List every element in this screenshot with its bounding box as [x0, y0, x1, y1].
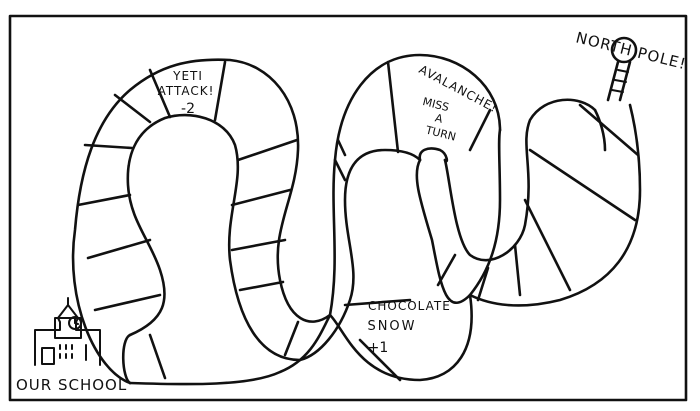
start-cap	[121, 333, 132, 385]
space-avalanche-line2: MISS	[421, 95, 450, 114]
start-label: OUR SCHOOL	[16, 376, 127, 394]
space-dividers	[76, 60, 640, 382]
space-yeti-attack: YETI ATTACK! -2	[158, 69, 215, 117]
clock-icon	[68, 316, 82, 330]
space-chocolate-snow: CHOCOLATE SNOW +1	[367, 299, 451, 356]
path-inner-edge-5	[443, 98, 597, 262]
path-inner-edge-3	[415, 158, 472, 304]
space-avalanche-line3: A	[434, 111, 445, 126]
goal-label: NORTH POLE!	[574, 28, 688, 73]
path-outer-edge	[128, 103, 642, 386]
space-yeti-line2: ATTACK!	[158, 84, 215, 98]
space-yeti-line1: YETI	[172, 69, 203, 83]
space-chocolate-line1: CHOCOLATE	[368, 299, 451, 313]
path-inner-edge-2	[298, 148, 422, 362]
north-pole-icon	[606, 36, 638, 102]
space-yeti-line3: -2	[181, 101, 195, 117]
avalanche-bend	[418, 147, 449, 163]
space-avalanche: AVALANCHE! MISS A TURN	[417, 62, 500, 143]
path-outer-edge-left	[71, 58, 332, 385]
space-avalanche-line4: TURN	[423, 123, 457, 143]
space-chocolate-line3: +1	[368, 340, 389, 356]
path-inner-edge	[126, 113, 302, 362]
path-inner-edge-6	[593, 108, 607, 152]
path-inner-edge-4	[468, 128, 502, 297]
path-outer-edge-mid	[328, 53, 502, 317]
space-chocolate-line2: SNOW	[367, 319, 416, 334]
board-frame	[8, 14, 688, 402]
school-building-icon	[34, 297, 101, 366]
